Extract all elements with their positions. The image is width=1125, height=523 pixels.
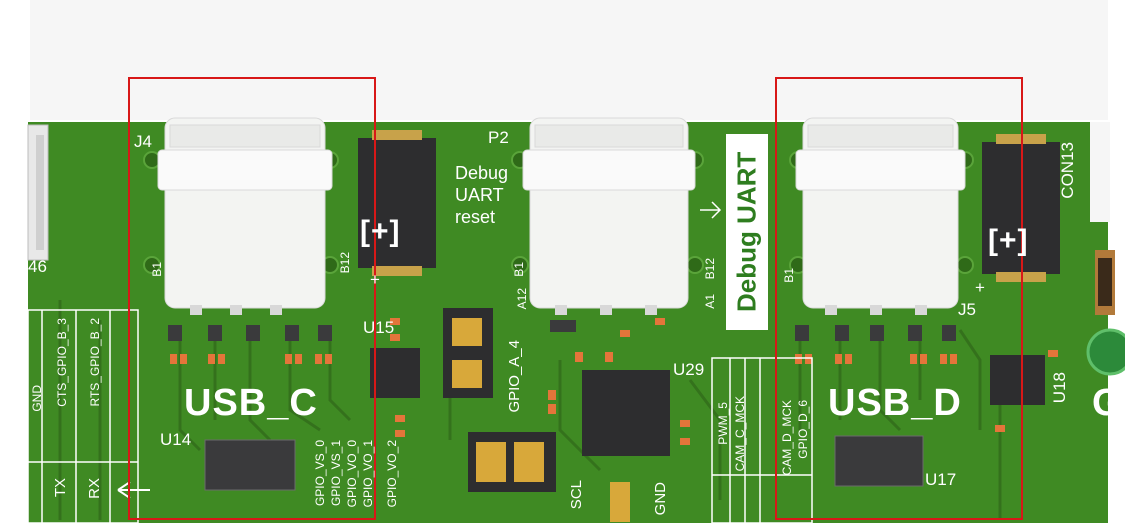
label-b1-p2: B1 bbox=[512, 262, 526, 277]
ref-j5: J5 bbox=[958, 300, 976, 319]
label-debug-uart: Debug UART bbox=[726, 134, 768, 330]
capacitor-left bbox=[358, 130, 436, 276]
ref-u15: U15 bbox=[363, 318, 395, 337]
ic-u14 bbox=[204, 439, 296, 491]
ref-u29: U29 bbox=[673, 360, 705, 379]
label-cts-gpio-b-3: CTS_GPIO_B_3 bbox=[55, 318, 69, 407]
label-cap-mark-left: [+] bbox=[360, 215, 401, 248]
label-usb-d: USB_D bbox=[828, 382, 962, 424]
ic-u29 bbox=[582, 370, 670, 456]
label-cam-c-mck: CAM_C_MCK bbox=[733, 396, 747, 472]
label-b1-j4: B1 bbox=[150, 262, 164, 277]
ref-j4: J4 bbox=[134, 132, 152, 151]
label-a12-p2: A12 bbox=[515, 288, 529, 310]
ref-u18: U18 bbox=[1050, 372, 1069, 404]
ic-u15 bbox=[370, 348, 420, 398]
ref-u17: U17 bbox=[925, 470, 957, 489]
label-cam-d-mck: CAM_D_MCK bbox=[780, 400, 794, 476]
jumper-upper bbox=[443, 308, 493, 398]
label-gpio-a-4: GPIO_A_4 bbox=[506, 340, 523, 413]
usb-connector-j4 bbox=[157, 117, 333, 309]
ic-u18 bbox=[990, 355, 1045, 405]
label-gnd-left: GND bbox=[30, 385, 44, 412]
jumper-lower bbox=[468, 432, 556, 492]
label-a1-p2: A1 bbox=[703, 294, 717, 309]
label-tx: TX bbox=[52, 478, 69, 498]
label-gpio-vo-0: GPIO_VO_0 bbox=[345, 440, 359, 508]
label-gpio-vs-0: GPIO_VS_0 bbox=[313, 440, 327, 507]
label-pwm-5: PWM_5 bbox=[716, 402, 730, 445]
label-rx: RX bbox=[86, 478, 103, 499]
label-b1-j5: B1 bbox=[782, 268, 796, 283]
label-scl: SCL bbox=[568, 480, 585, 510]
label-b12-j4: B12 bbox=[338, 252, 352, 274]
label-gpio-vs-1: GPIO_VS_1 bbox=[329, 440, 343, 507]
highlight-box-usb-c bbox=[128, 77, 376, 520]
ref-p2: P2 bbox=[488, 128, 509, 147]
label-right-g: G bbox=[1092, 382, 1123, 424]
label-plus-right: + bbox=[975, 278, 985, 297]
label-gpio-vo-2: GPIO_VO_2 bbox=[385, 440, 399, 508]
label-rts-gpio-b-2: RTS_GPIO_B_2 bbox=[88, 318, 102, 407]
label-plus-left: + bbox=[370, 270, 380, 289]
label-gpio-d-6: GPIO_D_6 bbox=[796, 400, 810, 459]
label-left-46: 46 bbox=[28, 257, 47, 276]
label-debug-uart-reset: Debug UART reset bbox=[455, 163, 509, 227]
label-gnd: GND bbox=[652, 482, 669, 516]
ic-u17 bbox=[834, 435, 924, 487]
ref-con13: CON13 bbox=[1058, 142, 1077, 199]
label-b12-p2: B12 bbox=[703, 258, 717, 280]
label-gpio-vo-1: GPIO_VO_1 bbox=[361, 440, 375, 508]
label-cap-mark-right: [+] bbox=[988, 224, 1029, 257]
ref-u14: U14 bbox=[160, 430, 192, 449]
label-usb-c: USB_C bbox=[184, 382, 318, 424]
usb-connector-p2 bbox=[522, 117, 696, 309]
highlight-box-usb-d bbox=[775, 77, 1023, 520]
